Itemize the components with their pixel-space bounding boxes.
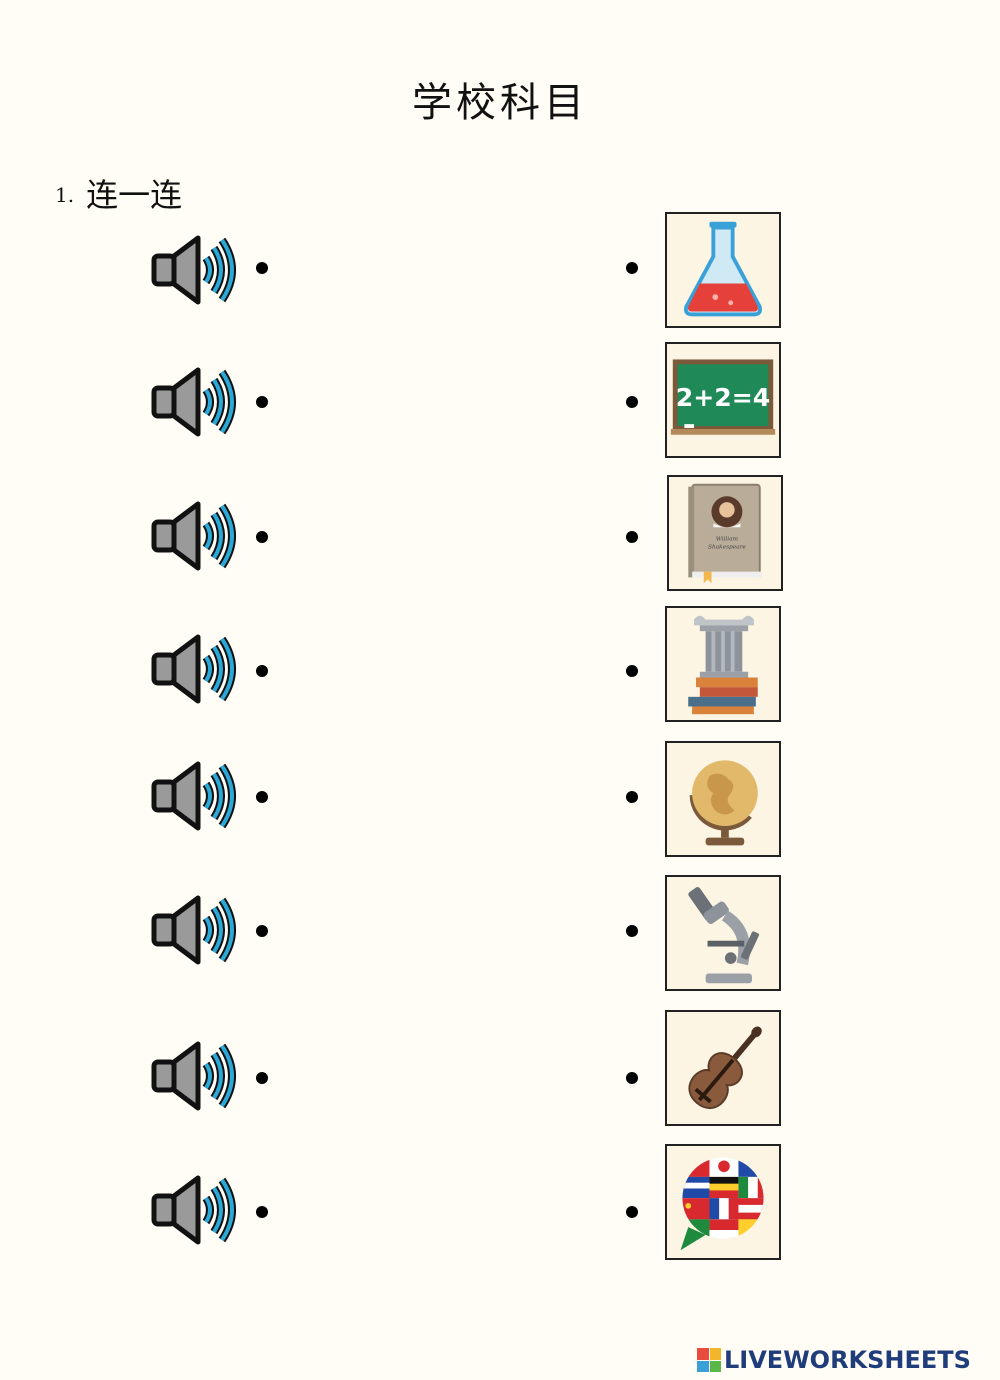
violin-icon [665,1010,781,1126]
shakespeare-book-icon: William Shakespeare [667,475,783,591]
left-dot[interactable] [256,1206,268,1218]
liveworksheets-logo: LIVEWORKSHEETS [697,1345,971,1375]
left-dot[interactable] [256,531,268,543]
chalkboard-text: 2+2=4 [676,383,770,412]
left-dot[interactable] [256,262,268,274]
left-dot[interactable] [256,665,268,677]
liveworksheets-icon [697,1348,721,1372]
left-dot[interactable] [256,925,268,937]
match-row: William Shakespeare [0,475,1000,596]
right-dot[interactable] [626,925,638,937]
match-row: 2+2=4 [0,342,1000,462]
match-row [0,1143,1000,1263]
microscope-icon [665,875,781,991]
right-dot[interactable] [626,1206,638,1218]
flask-icon [665,212,781,328]
right-dot[interactable] [626,665,638,677]
instruction: 1. 连一连 [55,170,182,216]
speaker-icon[interactable] [150,1172,242,1248]
speaker-icon[interactable] [150,232,242,308]
left-dot[interactable] [256,396,268,408]
book-author-first: William [716,537,739,543]
left-dot[interactable] [256,1072,268,1084]
question-number: 1. [55,183,75,207]
globe-icon [665,741,781,857]
flags-speech-bubble-icon [665,1144,781,1260]
chalkboard-math-icon: 2+2=4 [665,342,781,458]
right-dot[interactable] [626,396,638,408]
speaker-icon[interactable] [150,364,242,440]
right-dot[interactable] [626,791,638,803]
right-dot[interactable] [626,531,638,543]
speaker-icon[interactable] [150,498,242,574]
match-row [0,606,1000,727]
match-row [0,1009,1000,1129]
instruction-text: 连一连 [86,176,183,214]
book-author-last: Shakespeare [708,544,746,550]
left-dot[interactable] [256,791,268,803]
speaker-icon[interactable] [150,1038,242,1114]
speaker-icon[interactable] [150,758,242,834]
right-dot[interactable] [626,262,638,274]
match-row [0,740,1000,860]
speaker-icon[interactable] [150,631,242,707]
match-row [0,210,1000,330]
history-column-books-icon [665,606,781,722]
brand-text: LIVEWORKSHEETS [724,1346,971,1374]
right-dot[interactable] [626,1072,638,1084]
worksheet-title: 学校科目 [412,80,588,126]
match-row [0,874,1000,994]
speaker-icon[interactable] [150,892,242,968]
